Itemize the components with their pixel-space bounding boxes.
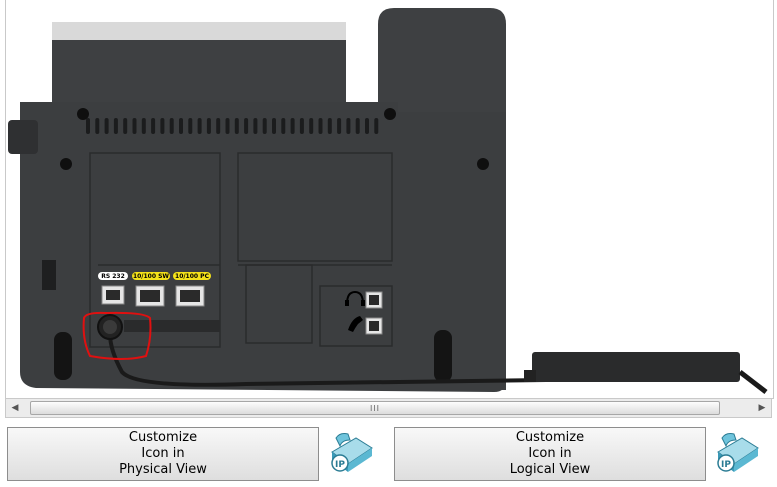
scroll-right-arrow-icon[interactable]: ▶ — [758, 403, 766, 413]
vent-slot — [272, 118, 276, 134]
vent-slot — [104, 118, 109, 134]
audio-port-compartment — [319, 285, 393, 347]
rs232-label-bg — [98, 272, 128, 280]
scrollbar-grip: III — [369, 404, 381, 413]
power-channel — [124, 320, 220, 332]
ip-icon-text: IP — [335, 460, 345, 470]
vent-slot — [197, 118, 202, 134]
ip-phone-rear-panel: RS 232 10/100 SW 10/100 PC — [8, 8, 768, 394]
vent-slot — [337, 118, 342, 134]
vent-slot — [225, 118, 230, 134]
vent-slot — [86, 118, 90, 134]
vent-slot — [95, 118, 100, 134]
ip-phone-icon: IP — [331, 433, 373, 472]
vent-slot — [123, 118, 128, 134]
vent-slot — [374, 118, 379, 134]
right-compartment — [237, 152, 393, 262]
sw-label-bg — [132, 272, 170, 280]
vent-slot — [188, 118, 193, 134]
power-cable — [108, 333, 547, 387]
vent-slot — [179, 118, 183, 134]
vent-slot — [234, 118, 239, 134]
vent-slot — [318, 118, 323, 134]
left-foot — [54, 332, 72, 380]
customize-physical-view-button[interactable]: Customize Icon in Physical View — [7, 427, 319, 481]
right-foot — [434, 330, 452, 382]
ip-icon-text: IP — [721, 460, 731, 470]
vent-slot — [327, 118, 332, 134]
physical-view-canvas: RS 232 10/100 SW 10/100 PC — [5, 0, 774, 399]
customize-logical-view-button[interactable]: Customize Icon in Logical View — [394, 427, 706, 481]
sw-ethernet-port[interactable] — [135, 285, 165, 307]
vent-slot — [160, 118, 165, 134]
ip-phone-icon: IP — [717, 433, 759, 472]
screw-hole — [60, 158, 72, 170]
vent-slot — [262, 118, 267, 134]
pc-label-bg — [173, 272, 211, 280]
vent-slot — [290, 118, 295, 134]
screw-hole — [477, 158, 489, 170]
horizontal-scrollbar[interactable]: ◀ III ▶ — [5, 398, 772, 418]
vent-slot — [346, 118, 351, 134]
left-compartment — [89, 152, 221, 348]
vent-slot — [151, 118, 156, 134]
rs232-port[interactable] — [101, 285, 125, 305]
vent-slot — [141, 118, 146, 134]
vent-slot — [206, 118, 211, 134]
power-adapter-cord — [738, 370, 768, 394]
sw-port-label: 10/100 SW — [133, 273, 169, 280]
vent-slot — [309, 118, 314, 134]
vent-slot — [253, 118, 258, 134]
rs232-label: RS 232 — [101, 273, 125, 280]
pc-port-label: 10/100 PC — [175, 273, 210, 280]
screw-hole — [77, 108, 89, 120]
scrollbar-thumb[interactable]: III — [30, 401, 720, 415]
vent-slot — [244, 118, 249, 134]
headset-port[interactable] — [365, 291, 383, 309]
display-housing — [52, 22, 346, 110]
power-adapter — [532, 352, 740, 382]
headset-icon — [345, 290, 365, 306]
pc-ethernet-port[interactable] — [175, 285, 205, 307]
vent-slot — [299, 118, 304, 134]
handset-icon — [348, 316, 363, 332]
vent-slot — [113, 118, 118, 134]
screw-hole — [384, 108, 396, 120]
left-clip — [8, 120, 38, 154]
phone-main-body — [20, 102, 506, 392]
highlight-circle — [82, 311, 152, 360]
vent-slot — [216, 118, 221, 134]
display-top-strip — [52, 22, 346, 40]
side-slot — [42, 260, 56, 290]
handset-port[interactable] — [365, 317, 383, 335]
vent-slot — [355, 118, 360, 134]
vent-slots — [86, 118, 379, 134]
vent-slot — [365, 118, 369, 134]
vent-slot — [281, 118, 286, 134]
vent-slot — [169, 118, 174, 134]
vent-slot — [132, 118, 137, 134]
scroll-left-arrow-icon[interactable]: ◀ — [11, 403, 19, 413]
